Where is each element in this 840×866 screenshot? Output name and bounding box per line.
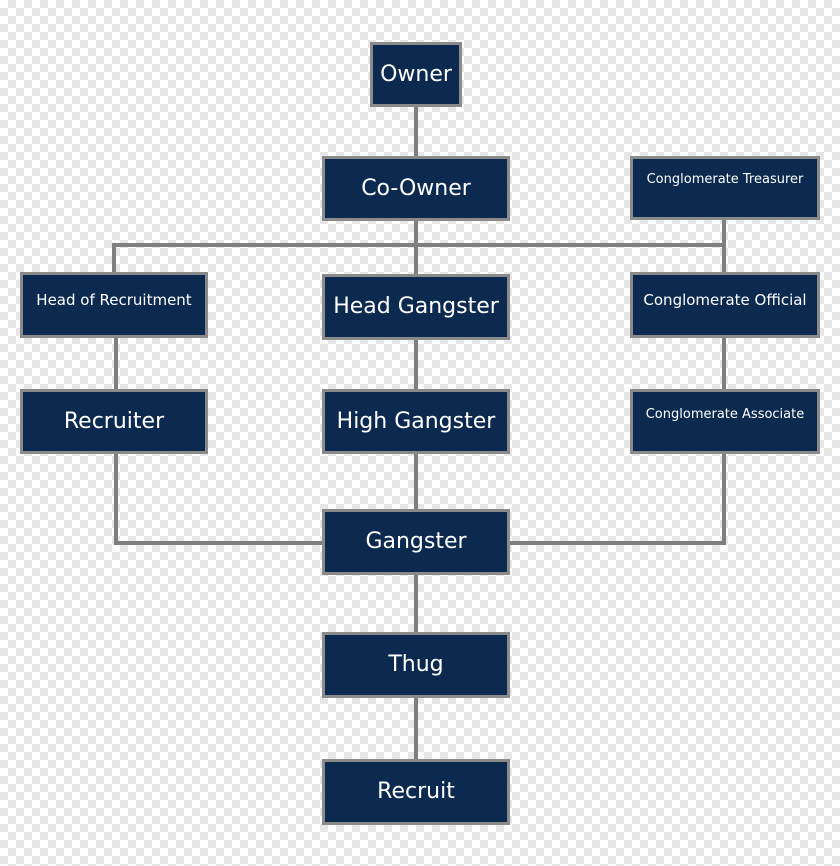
node-high-gangster: High Gangster	[322, 389, 510, 454]
connector-coowner-trunk	[414, 219, 418, 276]
node-conglomerate-associate: Conglomerate Associate	[630, 389, 820, 454]
node-head-of-recruitment: Head of Recruitment	[20, 272, 208, 338]
node-thug: Thug	[322, 632, 510, 698]
node-conglomerate-official: Conglomerate Official	[630, 272, 820, 338]
connector-horizontal-top	[112, 243, 726, 247]
connector-recruiter-down	[114, 452, 118, 545]
connector-owner-coowner	[414, 105, 418, 159]
connector-hor-recruiter	[114, 336, 118, 392]
connector-highgangster-gangster	[414, 452, 418, 512]
connector-gangster-thug	[414, 572, 418, 634]
node-head-gangster: Head Gangster	[322, 274, 510, 340]
connector-thug-recruit	[414, 696, 418, 760]
node-conglomerate-treasurer: Conglomerate Treasurer	[630, 156, 820, 220]
connector-headgangster-highgangster	[414, 338, 418, 392]
connector-official-associate	[722, 336, 726, 392]
node-recruiter: Recruiter	[20, 389, 208, 454]
node-gangster: Gangster	[322, 509, 510, 575]
node-recruit: Recruit	[322, 759, 510, 825]
node-owner: Owner	[370, 42, 462, 107]
connector-associate-down	[722, 452, 726, 545]
node-co-owner: Co-Owner	[322, 156, 510, 221]
connector-treasurer-to-official	[722, 218, 726, 276]
connector-to-head-of-recruitment	[112, 243, 116, 275]
